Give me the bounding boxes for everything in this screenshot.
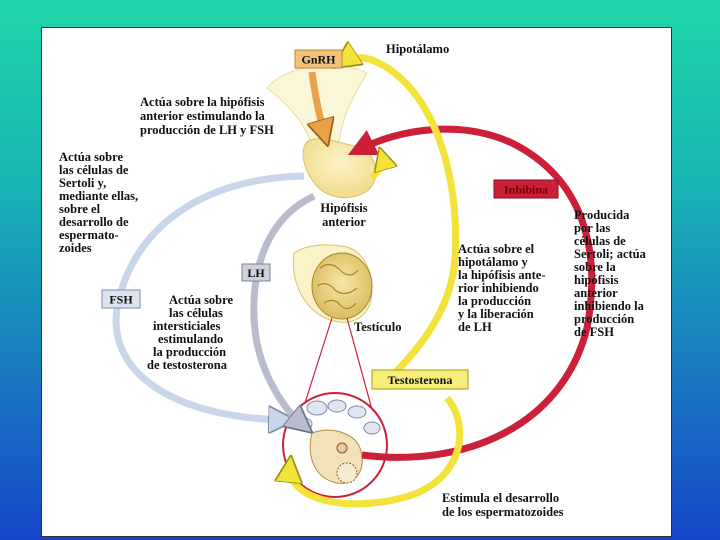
fsh-action-line-1: Actúa sobre [59,150,123,164]
lh-action-line-3: intersticiales [153,319,220,333]
hipofisis-line-1: Hipófisis [320,201,367,215]
testiculo-label: Testículo [354,320,401,334]
inhibina-action-line-10: de FSH [574,325,614,339]
hipofisis-text: Hipófisis anterior [320,201,367,229]
inhibina-action-line-7: anterior [574,286,618,300]
inhibina-action-line-5: sobre la [574,260,617,274]
fsh-action-line-2: las células de [59,163,129,177]
lh-action-line-5: la producción [153,345,226,359]
gnrh-action-line-3: producción de LH y FSH [140,123,274,137]
inhibina-action-line-8: inhibiendo la [574,299,645,313]
inhibina-action-line-6: hipófisis [574,273,619,287]
fsh-action-line-6: desarrollo de [59,215,129,229]
testosterone-action-line-3: la hipófisis ante- [458,268,546,282]
testosterone-action-line-6: y la liberación [458,307,534,321]
inhibina-action-line-1: Producida [574,208,630,222]
testosterone-action-line-7: de LH [458,320,492,334]
hipofisis-line-2: anterior [322,215,366,229]
testosterone-action-line-2: hipotálamo y [458,255,529,269]
fsh-action-line-4: mediante ellas, [59,189,138,203]
seminiferous-tubule-illustration [282,392,388,498]
sperm-action-line-1: Estimula el desarrollo [442,491,559,505]
hipotalamo-label: Hipotálamo [386,42,449,56]
lh-action-line-1: Actúa sobre [169,293,233,307]
testosterone-feedback-arrow [342,58,460,388]
inhibina-action-line-2: por las [574,221,610,235]
gnrh-action-text: Actúa sobre la hipófisis anterior estimu… [140,95,274,137]
lh-arrow [250,192,316,426]
lh-label: LH [247,266,265,280]
fsh-action-line-5: sobre el [59,202,101,216]
sperm-action-line-2: de los espermatozoides [442,505,564,519]
sperm-development-arrow [290,395,464,508]
fsh-action-text: Actúa sobre las células de Sertoli y, me… [59,150,138,255]
inhibina-action-text: Producida por las células de Sertoli; ac… [574,208,647,339]
gnrh-action-line-2: anterior estimulando la [140,109,266,123]
lh-action-line-6: de testosterona [147,358,228,372]
testosterone-to-pituitary-arrow [369,156,383,181]
fsh-label: FSH [109,293,133,307]
testosterona-label: Testosterona [388,373,453,387]
inhibina-action-line-3: células de [574,234,626,248]
testosterone-action-line-1: Actúa sobre el [458,242,535,256]
inhibin-arrow [347,125,596,461]
fsh-action-line-8: zoides [59,241,92,255]
gnrh-label: GnRH [301,53,336,67]
testosterone-action-text: Actúa sobre el hipotálamo y la hipófisis… [458,242,546,334]
testosterona-box: Testosterona [371,369,469,390]
lh-action-line-2: las células [169,306,223,320]
gnrh-arrow [312,71,325,136]
inhibina-action-line-4: Sertoli; actúa [574,247,647,261]
testis-illustration [292,244,373,323]
gnrh-box: GnRH [294,49,343,69]
gnrh-action-line-1: Actúa sobre la hipófisis [140,95,265,109]
sperm-action-text: Estimula el desarrollo de los espermatoz… [442,491,564,519]
testosterone-action-line-4: rior inhibiendo [458,281,539,295]
lh-action-line-4: estimulando [158,332,223,346]
inhibina-label: Inhibina [504,183,548,197]
lh-box: LH [241,263,271,282]
fsh-box: FSH [101,289,141,309]
fsh-action-line-7: espermato- [59,228,119,242]
hormonal-regulation-diagram: GnRH Inhibina LH FSH Testosterona Hipotá… [59,28,647,519]
testosterone-action-line-5: la producción [458,294,531,308]
inhibina-box: Inhibina [493,179,559,199]
fsh-action-line-3: Sertoli y, [59,176,106,190]
inhibina-action-line-9: producción [574,312,634,326]
lh-action-text: Actúa sobre las células intersticiales e… [147,293,233,372]
diagram-panel: GnRH Inhibina LH FSH Testosterona Hipotá… [41,27,672,537]
